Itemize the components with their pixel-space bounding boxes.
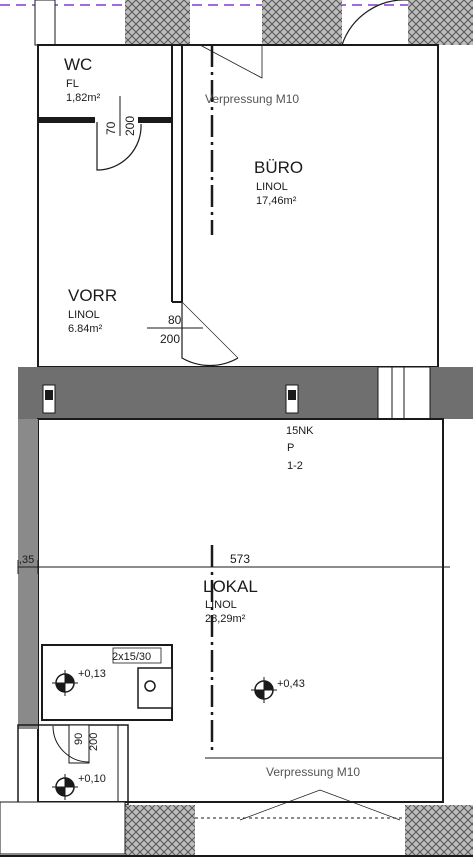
small-door-height: 200 — [88, 733, 100, 751]
wc-door-width: 70 — [104, 121, 118, 135]
vorr-door-height: 200 — [160, 332, 180, 346]
pillar-right-core — [288, 390, 296, 400]
level-left-upper: +0,13 — [78, 668, 106, 680]
compression-note-bottom: Verpressung M10 — [266, 765, 360, 779]
lokal-area: 28,29m² — [205, 613, 246, 625]
wc-name: WC — [64, 55, 92, 74]
vorr-door-leaf — [181, 301, 239, 359]
vorr-floor: LINOL — [68, 309, 100, 321]
lokal-floor: LINOL — [205, 599, 237, 611]
wc-area: 1,82m² — [66, 92, 101, 104]
dimension-width: 573 — [230, 552, 250, 566]
buero-name: BÜRO — [254, 158, 303, 177]
dimension-side: ,35 — [19, 554, 34, 566]
level-center: +0,43 — [277, 678, 305, 690]
vorr-area: 6.84m² — [68, 323, 103, 335]
top-stair-line — [199, 44, 263, 79]
vorr-door-swing — [181, 302, 239, 367]
left-wall-strip — [18, 419, 38, 729]
top-column-3 — [408, 0, 473, 45]
top-column-1 — [125, 0, 190, 45]
compression-note-top: Verpressung M10 — [205, 92, 299, 106]
level-marker-left-upper — [52, 670, 78, 696]
bottom-stair-line — [239, 789, 401, 821]
small-door-frame — [68, 724, 90, 764]
pillar-left-core — [45, 390, 53, 400]
top-door-swing — [341, 0, 408, 46]
buero-area: 17,46m² — [256, 195, 297, 207]
level-marker-left-lower — [52, 774, 78, 800]
top-left-wall — [34, 0, 56, 46]
sink-drain — [144, 680, 156, 692]
wc-door-swing — [96, 122, 142, 171]
lokal-name: LOKAL — [203, 577, 258, 596]
level-left-lower: +0,10 — [78, 773, 106, 785]
small-door-width: 90 — [73, 733, 85, 745]
vorr-door-width: 80 — [168, 313, 182, 327]
stair-p: P — [287, 442, 294, 454]
level-marker-center — [251, 677, 277, 703]
vorr-name: VORR — [68, 286, 117, 305]
middle-wall-band-left — [18, 367, 378, 419]
bottom-column-right — [405, 805, 473, 855]
middle-wall-band-right — [430, 367, 473, 419]
small-door-swing — [52, 725, 90, 763]
window-frame — [112, 647, 162, 664]
stair-range: 1-2 — [287, 460, 303, 472]
wc-door-height: 200 — [123, 116, 137, 136]
stair-count: 15NK — [286, 425, 314, 437]
wc-floor: FL — [66, 78, 79, 90]
top-column-2 — [262, 0, 342, 45]
buero-floor: LINOL — [256, 181, 288, 193]
bottom-left-wall — [0, 801, 126, 855]
bottom-column-left — [125, 805, 195, 855]
window-label: 2x15/30 — [112, 651, 151, 663]
